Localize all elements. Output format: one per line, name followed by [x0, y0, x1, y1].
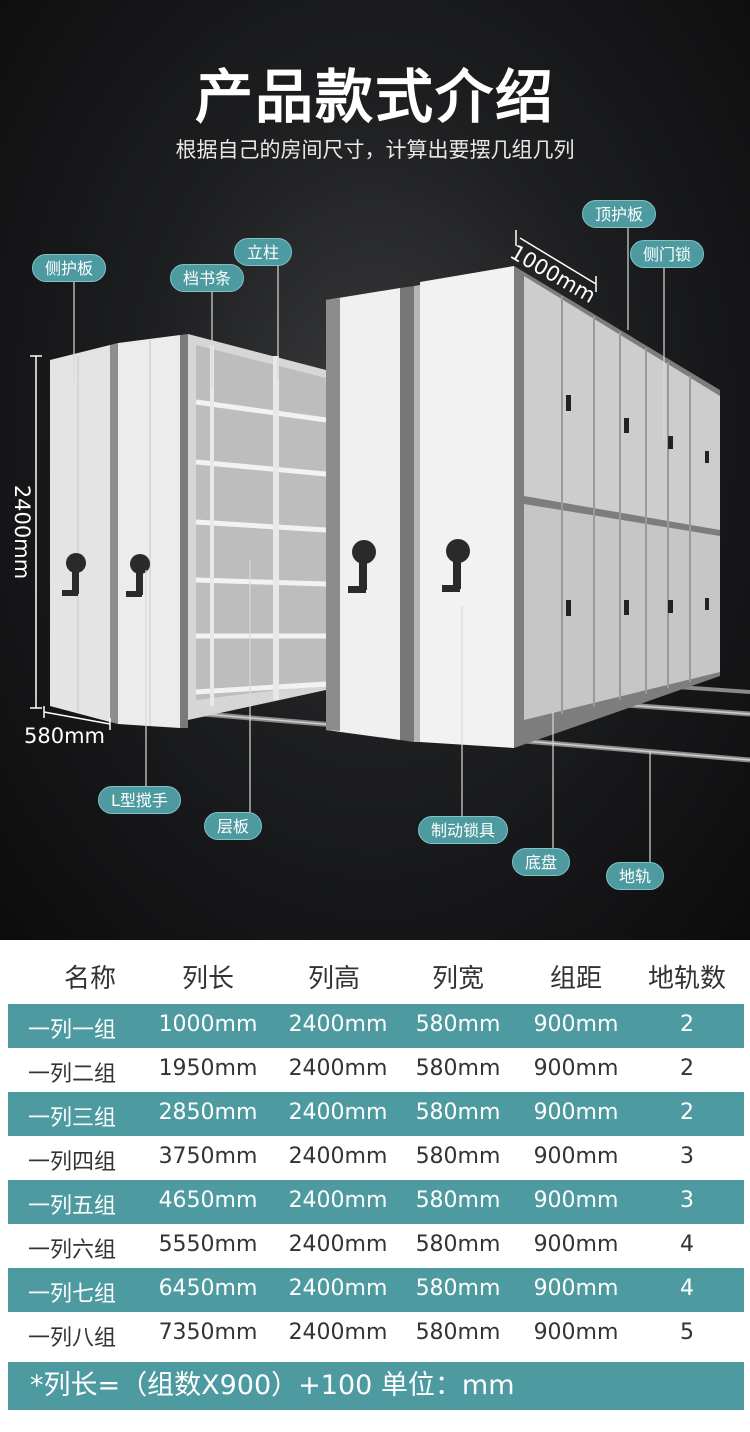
table-row: 一列八组 7350mm 2400mm 580mm 900mm 5: [8, 1312, 744, 1356]
table-cell: 4650mm: [158, 1188, 258, 1213]
table-cell: 900mm: [533, 1144, 619, 1169]
table-row: 一列五组 4650mm 2400mm 580mm 900mm 3: [8, 1180, 744, 1224]
header-rail-count: 地轨数: [647, 964, 726, 994]
header-length: 列长: [181, 964, 234, 994]
label-l-handle: L型搅手: [98, 786, 181, 814]
label-shelf: 层板: [204, 812, 263, 840]
table-cell: 2: [680, 1056, 694, 1081]
table-cell: 900mm: [533, 1012, 619, 1037]
table-cell: 3750mm: [158, 1144, 258, 1169]
table-cell: 2400mm: [288, 1320, 388, 1345]
table-cell: 900mm: [533, 1232, 619, 1257]
table-cell: 一列五组: [27, 1194, 116, 1219]
table-row: 一列六组 5550mm 2400mm 580mm 900mm 4: [8, 1224, 744, 1268]
label-rail: 地轨: [606, 862, 665, 890]
table-cell: 一列一组: [27, 1018, 116, 1043]
table-cell: 2400mm: [288, 1276, 388, 1301]
table-cell: 900mm: [533, 1188, 619, 1213]
table-cell: 2400mm: [288, 1012, 388, 1037]
callout-lines: [73, 228, 665, 866]
left-cabinet: [50, 334, 188, 728]
open-shelf: [188, 334, 327, 720]
label-top-panel: 顶护板: [582, 200, 657, 228]
table-cell: 2400mm: [288, 1100, 388, 1125]
table-cell: 一列六组: [27, 1238, 116, 1263]
table-cell: 580mm: [415, 1144, 501, 1169]
formula-note: *列长=（组数X900）+100 单位：mm: [8, 1362, 744, 1410]
dimension-width: 580mm: [24, 724, 105, 748]
header-width: 列宽: [431, 964, 484, 994]
table-cell: 7350mm: [158, 1320, 258, 1345]
dimension-height: 2400mm: [10, 484, 34, 580]
side-door-cabinet: [514, 266, 720, 748]
table-cell: 5550mm: [158, 1232, 258, 1257]
label-column: 立柱: [234, 238, 293, 266]
label-brake-lock: 制动锁具: [418, 816, 509, 844]
table-cell: 2: [680, 1012, 694, 1037]
table-cell: 6450mm: [158, 1276, 258, 1301]
table-cell: 580mm: [415, 1232, 501, 1257]
table-cell: 4: [680, 1232, 694, 1257]
dimension-lines: [30, 230, 597, 730]
table-cell: 一列四组: [27, 1150, 116, 1175]
table-cell: 580mm: [415, 1056, 501, 1081]
header-height: 列高: [307, 964, 360, 994]
table-cell: 4: [680, 1276, 694, 1301]
table-cell: 一列八组: [27, 1326, 116, 1351]
table-cell: 一列七组: [27, 1282, 116, 1307]
table-cell: 2850mm: [158, 1100, 258, 1125]
label-book-stopper: 档书条: [170, 264, 245, 292]
table-row: 一列一组 1000mm 2400mm 580mm 900mm 2: [8, 1004, 744, 1048]
page-title: 产品款式介绍: [194, 63, 555, 131]
table-row: 一列二组 1950mm 2400mm 580mm 900mm 2: [8, 1048, 744, 1092]
table-cell: 580mm: [415, 1320, 501, 1345]
table-cell: 一列二组: [27, 1062, 116, 1087]
table-cell: 2400mm: [288, 1232, 388, 1257]
shelving-illustration: [30, 228, 750, 866]
table-row: 一列七组 6450mm 2400mm 580mm 900mm 4: [8, 1268, 744, 1312]
table-cell: 2400mm: [288, 1056, 388, 1081]
table-cell: 3: [680, 1188, 694, 1213]
table-cell: 1950mm: [158, 1056, 258, 1081]
table-cell: 5: [680, 1320, 694, 1345]
table-cell: 900mm: [533, 1056, 619, 1081]
table-cell: 580mm: [415, 1276, 501, 1301]
table-cell: 900mm: [533, 1320, 619, 1345]
product-hero: 产品款式介绍 根据自己的房间尺寸，计算出要摆几组几列 侧护板 档书条 立柱 顶护…: [0, 0, 750, 940]
spec-table-header: 名称 列长 列高 列宽 组距 地轨数: [0, 948, 750, 1004]
table-cell: 900mm: [533, 1276, 619, 1301]
table-cell: 900mm: [533, 1100, 619, 1125]
label-chassis: 底盘: [512, 848, 571, 876]
table-row: 一列四组 3750mm 2400mm 580mm 900mm 3: [8, 1136, 744, 1180]
table-cell: 2: [680, 1100, 694, 1125]
label-side-panel: 侧护板: [32, 254, 107, 282]
table-cell: 3: [680, 1144, 694, 1169]
table-cell: 1000mm: [158, 1012, 258, 1037]
header-spacing: 组距: [549, 964, 602, 994]
table-cell: 2400mm: [288, 1144, 388, 1169]
table-row: 一列三组 2850mm 2400mm 580mm 900mm 2: [8, 1092, 744, 1136]
table-cell: 580mm: [415, 1188, 501, 1213]
page-subtitle: 根据自己的房间尺寸，计算出要摆几组几列: [175, 138, 575, 162]
table-cell: 580mm: [415, 1100, 501, 1125]
table-cell: 一列三组: [27, 1106, 116, 1131]
label-side-lock: 侧门锁: [630, 240, 705, 268]
table-cell: 2400mm: [288, 1188, 388, 1213]
table-cell: 580mm: [415, 1012, 501, 1037]
front-cabinet: [326, 266, 514, 748]
header-name: 名称: [63, 964, 116, 994]
